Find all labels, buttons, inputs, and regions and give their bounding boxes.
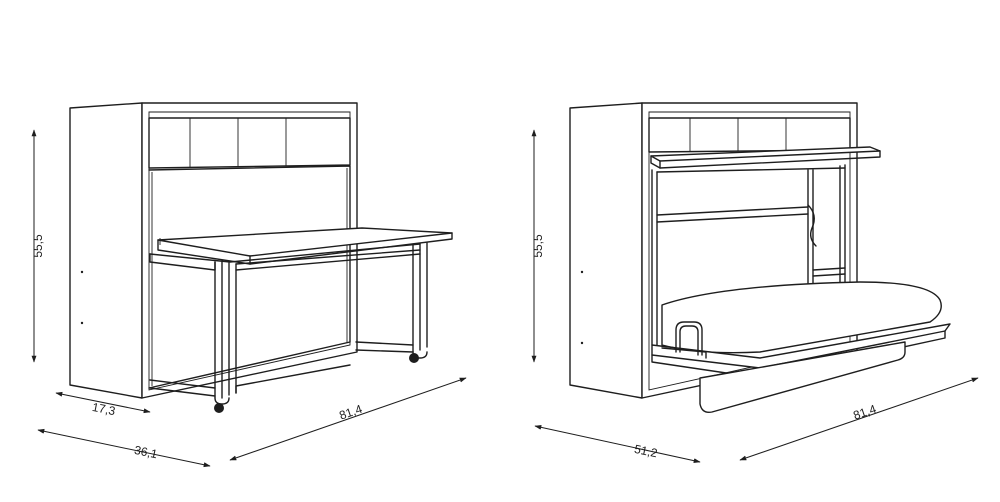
cabinet-side-panel <box>569 102 643 399</box>
bed-open-depth-label: 51,2 <box>633 442 659 461</box>
caster-wheel <box>214 403 224 413</box>
bed-height-dimension: 55,5 <box>531 129 545 363</box>
bed-height-label: 55,5 <box>531 234 545 258</box>
bed-width-label: 81,4 <box>851 402 878 423</box>
desk-height-dimension: 55,5 <box>31 129 45 363</box>
desk-open-depth-dimension: 36,1 <box>37 428 211 468</box>
cabinet-side-panel <box>69 102 143 399</box>
desk-frame <box>149 243 421 263</box>
desk-open-depth-label: 36,1 <box>133 443 159 462</box>
desk-width-label: 81,4 <box>337 402 364 423</box>
bed-configuration-drawing <box>569 102 951 414</box>
mattress <box>661 281 942 354</box>
desk-configuration-drawing <box>69 102 453 413</box>
caster-wheel <box>409 353 419 363</box>
bed-open-depth-dimension: 51,2 <box>534 424 701 464</box>
desk-closed-depth-label: 17,3 <box>91 400 117 418</box>
desk-width-dimension: 81,4 <box>229 377 467 461</box>
top-shelf-compartments <box>148 117 351 169</box>
desk-height-label: 55,5 <box>31 234 45 258</box>
bed-bracket <box>675 321 703 356</box>
desk-closed-depth-dimension: 17,3 <box>55 391 151 418</box>
